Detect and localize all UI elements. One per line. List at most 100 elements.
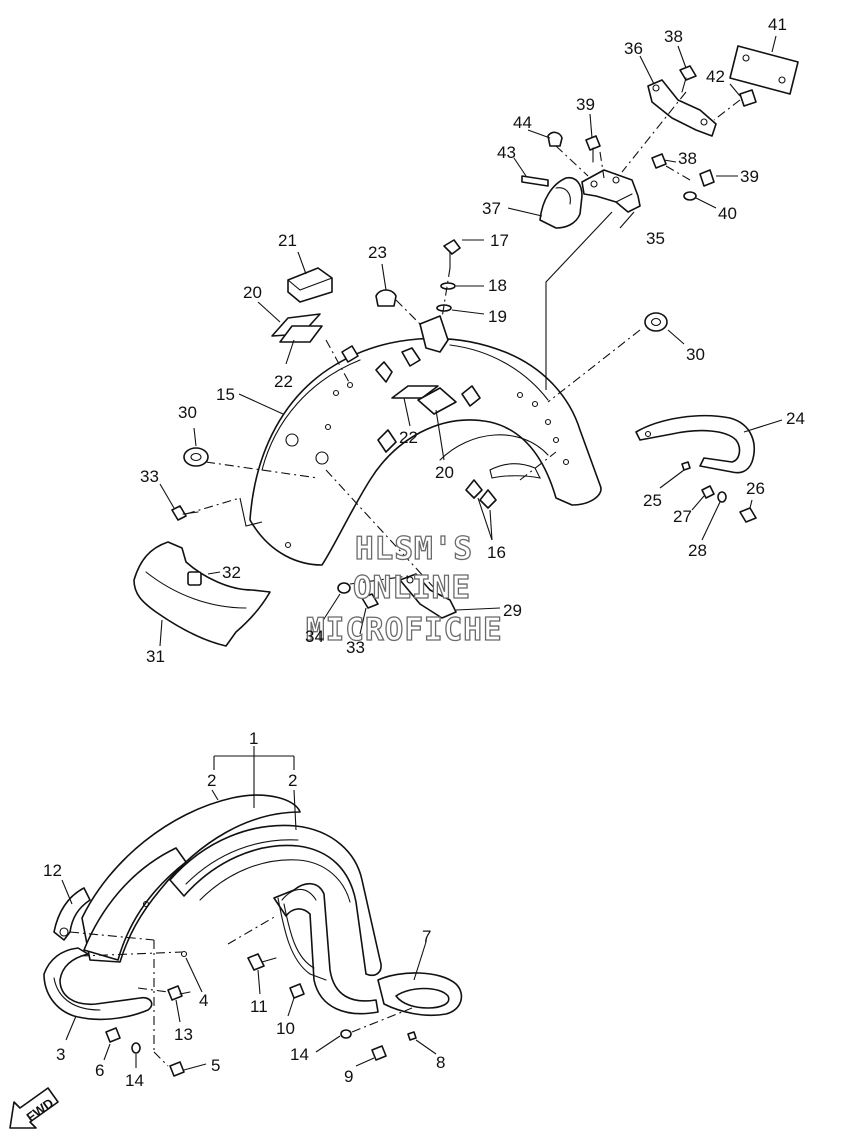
nut[interactable] xyxy=(739,89,757,107)
bolt[interactable] xyxy=(169,1061,185,1077)
assembly-dash xyxy=(325,469,437,591)
bolt-shank xyxy=(179,991,191,995)
rivet[interactable] xyxy=(407,1031,417,1041)
fender-hole xyxy=(332,389,340,397)
callout-29: 29 xyxy=(503,601,522,620)
mounting-bracket[interactable] xyxy=(399,573,457,619)
leader xyxy=(103,1043,111,1061)
callout-33: 33 xyxy=(346,638,365,657)
light-cover[interactable] xyxy=(539,176,583,229)
bolt-shank xyxy=(681,77,687,93)
front-fender-outer[interactable] xyxy=(81,794,301,963)
leader xyxy=(211,789,219,801)
washer[interactable] xyxy=(131,1042,141,1054)
bolt[interactable] xyxy=(371,1045,387,1061)
fender-hole xyxy=(180,950,188,958)
damper-pad[interactable] xyxy=(417,387,457,415)
callout-38: 38 xyxy=(664,27,683,46)
washer[interactable] xyxy=(683,191,697,201)
bolt[interactable] xyxy=(739,507,757,523)
rear-fender-inner-edge xyxy=(439,434,549,461)
plate-holder[interactable] xyxy=(729,45,799,95)
brake-hose-guide xyxy=(283,903,315,969)
callout-21: 21 xyxy=(278,231,297,250)
washer[interactable] xyxy=(717,491,727,503)
marker-plate[interactable] xyxy=(465,479,483,499)
leader xyxy=(159,483,175,509)
leader xyxy=(238,393,284,415)
bolt[interactable] xyxy=(167,985,183,1001)
callout-15: 15 xyxy=(216,385,235,404)
leader xyxy=(159,619,163,647)
washer[interactable] xyxy=(340,1029,352,1039)
callout-34: 34 xyxy=(305,627,324,646)
fender-hole xyxy=(346,381,354,389)
callout-1: 1 xyxy=(249,729,258,748)
damper-plate-lower[interactable] xyxy=(279,325,323,343)
assembly-dash xyxy=(555,145,589,177)
rivet[interactable] xyxy=(681,461,691,471)
callout-11: 11 xyxy=(250,997,268,1016)
cap-nut[interactable] xyxy=(547,131,563,147)
bolt[interactable] xyxy=(651,153,667,169)
fender-bracket[interactable] xyxy=(419,315,449,353)
leader xyxy=(513,157,527,177)
leader xyxy=(489,509,493,541)
marker-plate[interactable] xyxy=(479,489,497,509)
bolt[interactable] xyxy=(443,239,461,255)
nut[interactable] xyxy=(289,983,305,999)
bolt[interactable] xyxy=(699,169,715,187)
callout-numbers: 1 2 2 3 4 5 6 7 8 9 10 11 12 13 14 14 15… xyxy=(43,15,805,1090)
grommet[interactable] xyxy=(644,312,668,332)
plate-bracket[interactable] xyxy=(581,169,641,213)
clamp[interactable] xyxy=(375,289,397,307)
leader xyxy=(321,593,341,623)
bolt[interactable] xyxy=(679,65,697,81)
callout-6: 6 xyxy=(95,1061,104,1080)
assembly-dash xyxy=(351,1007,413,1033)
fender-band-edge xyxy=(199,859,351,903)
leader xyxy=(659,469,685,489)
bolt[interactable] xyxy=(361,593,379,609)
tip-hole xyxy=(59,927,69,937)
reflector[interactable] xyxy=(187,571,202,586)
leader xyxy=(257,301,281,323)
callout-19: 19 xyxy=(488,307,507,326)
front-fender-inner-band[interactable] xyxy=(169,824,382,976)
callout-43: 43 xyxy=(497,143,516,162)
damper-strip[interactable] xyxy=(391,385,439,399)
grommet[interactable] xyxy=(183,447,209,467)
front-fender-body[interactable] xyxy=(83,847,187,961)
fender-front-tip[interactable] xyxy=(53,887,91,941)
grab-rail[interactable] xyxy=(635,414,755,474)
leader xyxy=(451,309,485,315)
assembly-dash xyxy=(621,91,687,173)
callout-20: 20 xyxy=(243,283,262,302)
bolt[interactable] xyxy=(585,135,601,151)
plate-bracket-lip xyxy=(615,193,633,203)
washer[interactable] xyxy=(440,282,456,290)
bolt[interactable] xyxy=(247,953,265,971)
washer[interactable] xyxy=(337,582,351,594)
fender-rear-flap-inner[interactable] xyxy=(395,987,450,1009)
callout-23: 23 xyxy=(368,243,387,262)
nut[interactable] xyxy=(701,485,715,499)
bolt[interactable] xyxy=(171,505,187,521)
fender-stay[interactable] xyxy=(273,882,379,1015)
stay-bracket[interactable] xyxy=(647,79,717,137)
leader xyxy=(193,427,197,447)
leader-dash xyxy=(441,267,451,319)
nut[interactable] xyxy=(105,1027,121,1043)
rear-fender-tip[interactable] xyxy=(133,541,271,647)
callout-39: 39 xyxy=(576,95,595,114)
fender-lower-front[interactable] xyxy=(43,947,153,1021)
assembly-dash xyxy=(547,329,641,403)
fender-hole xyxy=(315,451,329,465)
rubber-pad[interactable] xyxy=(287,267,333,303)
leader xyxy=(663,159,677,163)
leader xyxy=(749,499,753,509)
leader xyxy=(185,957,203,993)
leader xyxy=(355,1057,375,1067)
pin-rod[interactable] xyxy=(521,175,549,187)
leader xyxy=(589,113,593,139)
